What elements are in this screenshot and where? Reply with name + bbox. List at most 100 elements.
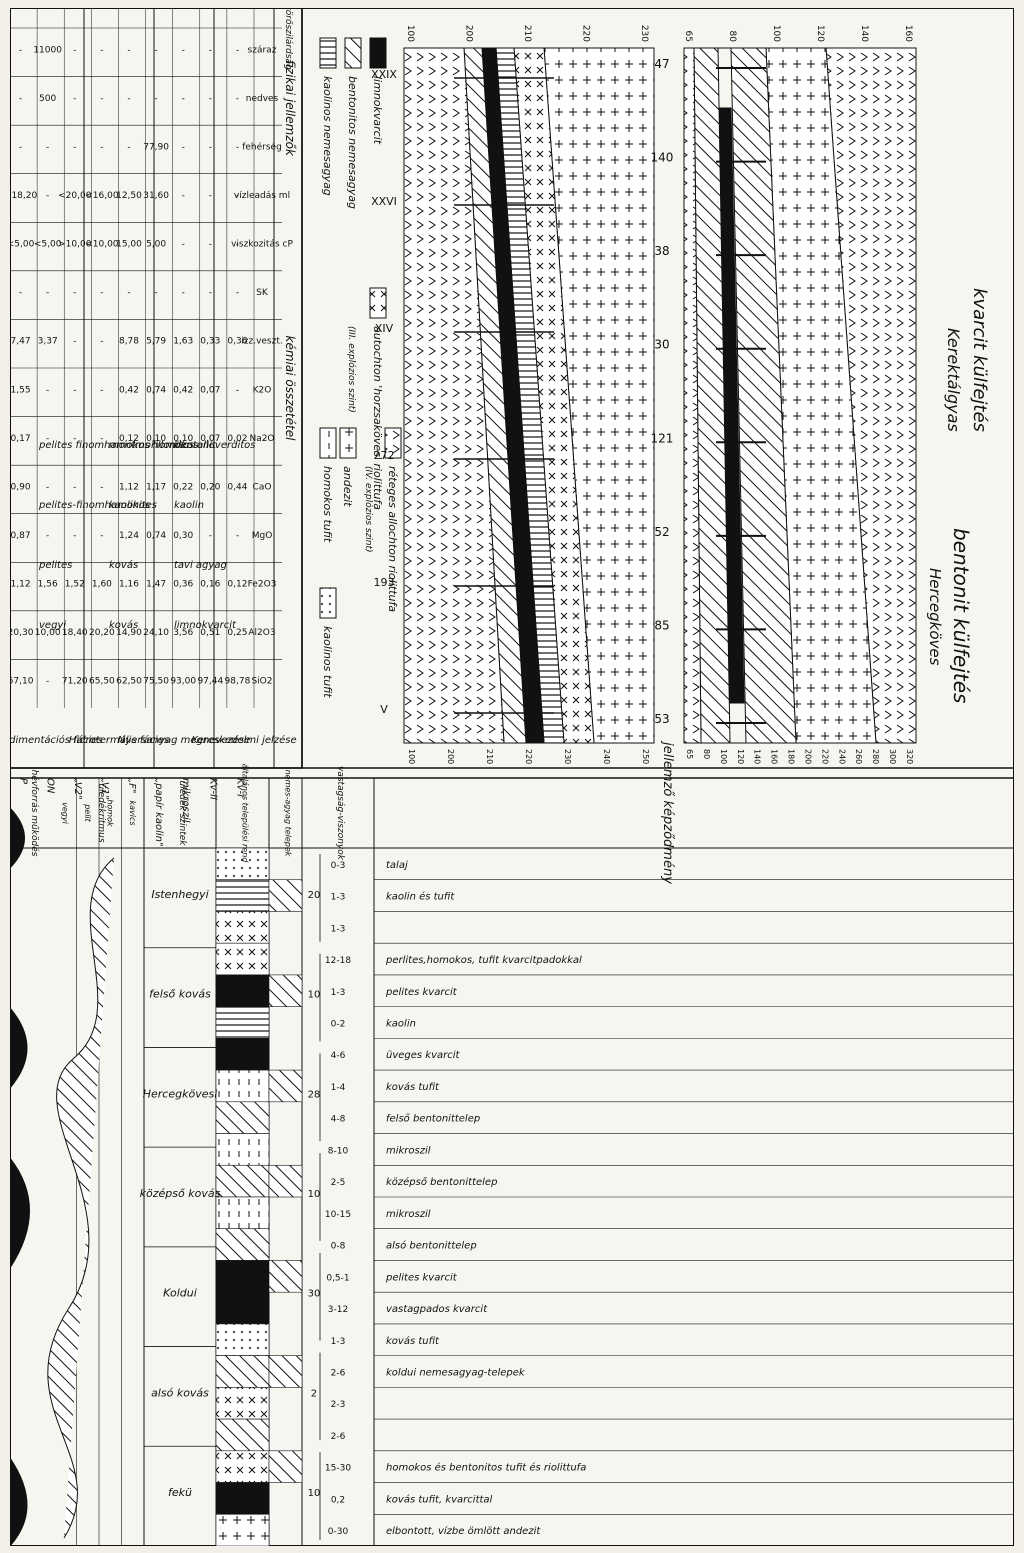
chem-value: 1,12 bbox=[119, 482, 139, 492]
chem-value: - bbox=[182, 142, 185, 152]
chem-value: 0,25 bbox=[227, 628, 247, 638]
chem-value: 5,79 bbox=[146, 337, 166, 347]
chem-value: 0,42 bbox=[119, 385, 139, 395]
chem-value: - bbox=[100, 337, 103, 347]
chem-value: - bbox=[73, 531, 76, 541]
chem-value: - bbox=[127, 45, 130, 55]
section1-scale-right-label: 200 bbox=[803, 749, 812, 764]
strat-description: mikroszil bbox=[386, 1145, 431, 1156]
chem-value: - bbox=[46, 288, 49, 298]
strat-thickness: 2-6 bbox=[331, 1432, 346, 1442]
chem-value: - bbox=[46, 434, 49, 444]
chem-value: <18,20 bbox=[10, 191, 37, 201]
szint-label: fekü bbox=[168, 1486, 192, 1499]
chem-value: - bbox=[236, 191, 239, 201]
chem-value: 1,63 bbox=[173, 337, 193, 347]
thickness-group-label: 28 bbox=[308, 1089, 321, 1100]
chem-value: - bbox=[100, 288, 103, 298]
ritmus-col-label: vegyi bbox=[60, 802, 69, 824]
strat-description: kovás tufit bbox=[386, 1081, 440, 1093]
header-jellemzo: jellemző képződmény bbox=[660, 740, 675, 884]
section1-well-label: 52 bbox=[654, 525, 669, 539]
strat-pattern-cell bbox=[215, 1069, 270, 1103]
section1-scale-right-label: 220 bbox=[820, 749, 829, 764]
hidro-label: montmorillonitos alleverditos bbox=[109, 440, 255, 451]
strat-description: pelites kvarcit bbox=[385, 1272, 458, 1283]
section1-scale-right-label: 240 bbox=[837, 749, 846, 764]
chem-value: - bbox=[154, 288, 157, 298]
chem-value: 7,47 bbox=[11, 337, 31, 347]
strat-pattern-cell bbox=[215, 1418, 270, 1452]
nyers-label: limnokvarcit bbox=[174, 620, 237, 631]
legend-swatch bbox=[319, 37, 337, 69]
section1-scale-right-label: 80 bbox=[702, 749, 711, 759]
ritmus-col-label: kavics bbox=[128, 800, 137, 825]
szint-label: alsó kovás bbox=[151, 1386, 209, 1399]
section2-band bbox=[403, 47, 505, 744]
chem-value: - bbox=[19, 142, 22, 152]
chem-value: <10,00 bbox=[85, 240, 119, 250]
nemesagyag-cell bbox=[268, 879, 303, 912]
legend-label: autochton 'horzsaköves' riolittufa bbox=[371, 326, 384, 510]
chem-value: - bbox=[127, 142, 130, 152]
section1-scale-right-label: 160 bbox=[770, 749, 779, 764]
section2-well-label: XXVI bbox=[371, 195, 397, 208]
section1-well-label: 38 bbox=[654, 244, 669, 258]
strat-pattern-cell bbox=[215, 879, 270, 912]
strat-description: mikroszil bbox=[386, 1209, 431, 1220]
chem-value: 20,30 bbox=[10, 628, 34, 638]
section2-place: Kerektálgyas bbox=[944, 328, 963, 432]
section1-scale-right-label: 120 bbox=[736, 749, 745, 764]
chem-value: - bbox=[100, 385, 103, 395]
strat-thickness: 0,2 bbox=[331, 1495, 345, 1505]
nyers-label: tavi agyag bbox=[174, 560, 227, 571]
strat-thickness: 10-15 bbox=[325, 1210, 351, 1220]
hotspring-mound bbox=[10, 1007, 28, 1089]
strat-thickness: 4-6 bbox=[331, 1051, 346, 1061]
strat-thickness: 0-8 bbox=[331, 1242, 346, 1252]
strat-description: felső bentonittelep bbox=[386, 1113, 480, 1125]
chem-col-label: SiO2 bbox=[251, 677, 272, 687]
chem-value: 0,90 bbox=[11, 482, 31, 492]
strat-thickness: 0-3 bbox=[331, 861, 346, 871]
nemesagyag-cell bbox=[268, 1355, 303, 1388]
legend-label: limnokvarcit bbox=[371, 76, 384, 145]
chem-value: 11000 bbox=[33, 45, 62, 55]
chem-value: - bbox=[182, 240, 185, 250]
nemesagyag-cell bbox=[268, 1164, 303, 1198]
chem-value: - bbox=[236, 94, 239, 104]
szint-label: középső kovás bbox=[140, 1187, 221, 1200]
chem-value: - bbox=[182, 191, 185, 201]
section1-band bbox=[683, 47, 702, 744]
chem-value: - bbox=[73, 385, 76, 395]
strat-pattern-cell bbox=[215, 1513, 270, 1546]
section2-scale-label: 220 bbox=[581, 25, 591, 42]
chem-value: - bbox=[209, 45, 212, 55]
chem-value: <5,00 bbox=[34, 240, 62, 250]
strat-pattern-cell bbox=[215, 1291, 270, 1325]
chem-value: 0,16 bbox=[200, 580, 220, 590]
szed-label: pelites bbox=[38, 560, 72, 571]
chem-value: - bbox=[73, 45, 76, 55]
chem-value: - bbox=[73, 288, 76, 298]
header-nemesagyag: nemes-agyag telepek bbox=[284, 770, 293, 857]
section1-well-label: 121 bbox=[651, 431, 674, 445]
chem-value: 65,50 bbox=[89, 677, 115, 687]
chem-value: 0,12 bbox=[119, 434, 139, 444]
chem-value: 77,90 bbox=[143, 142, 169, 152]
legend-label: andezit bbox=[341, 466, 354, 507]
strat-pattern-cell bbox=[215, 1260, 270, 1293]
strat-pattern-cell bbox=[215, 1482, 270, 1515]
strat-pattern-cell bbox=[215, 1387, 270, 1420]
chem-value: - bbox=[100, 434, 103, 444]
chem-row-ker: mikroszil bbox=[180, 778, 191, 823]
chem-value: 10,00 bbox=[35, 628, 61, 638]
chem-value: 5,00 bbox=[146, 240, 166, 250]
strat-frame bbox=[10, 777, 1014, 1546]
chem-col-label: K2O bbox=[253, 385, 272, 395]
strat-pattern-cell bbox=[215, 1006, 270, 1039]
chem-value: 75,50 bbox=[143, 677, 169, 687]
chem-row-ker: „papír kaolin" bbox=[153, 778, 165, 847]
chem-header-szed: Szedimentációs fácies bbox=[10, 734, 103, 746]
chem-value: - bbox=[46, 385, 49, 395]
